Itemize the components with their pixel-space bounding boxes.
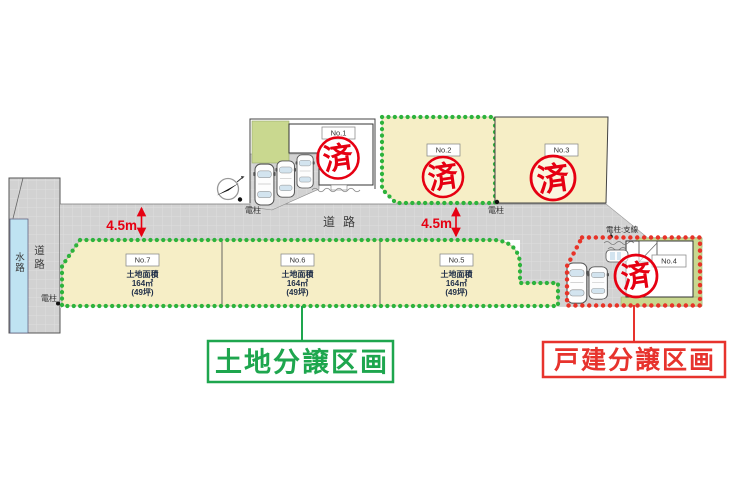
lot-no7-id: No.7 xyxy=(135,256,151,265)
lot-no2-id: No.2 xyxy=(436,146,452,155)
lot-no4: No.4 済 xyxy=(564,233,703,308)
svg-text:済: 済 xyxy=(535,159,573,199)
car-icon xyxy=(295,154,316,189)
lot-no6-tsubo: (49坪) xyxy=(286,287,309,297)
legend-house-box xyxy=(541,340,727,379)
road-surface xyxy=(60,204,648,308)
pole-wire-label: 電柱:支線 xyxy=(606,224,639,234)
red-dotted-boundary xyxy=(564,235,703,308)
svg-text:済: 済 xyxy=(619,258,654,295)
pole-label-center: 電柱 xyxy=(245,205,261,215)
legend-land-label: 土地分譲区画 xyxy=(215,347,389,378)
lot-no7-area-label: 土地面積 xyxy=(127,269,160,279)
green-dotted-boundary xyxy=(59,237,561,309)
dimension-left: 4.5m xyxy=(106,206,147,238)
legend-land-box xyxy=(206,339,395,384)
sold-stamp-no1: 済 xyxy=(316,136,360,180)
lot-no5: No.5 土地面積 164㎡ (49坪) xyxy=(439,253,474,297)
lot-no3: No.3 済 xyxy=(494,116,609,204)
lot-no3-id: No.3 xyxy=(554,146,570,155)
lot-no7-area: 164㎡ xyxy=(132,278,153,288)
land-subdivision-lots: No.7 土地面積 164㎡ (49坪) No.6 土地面積 164㎡ (49坪… xyxy=(59,237,561,309)
lot-no5-tsubo: (49坪) xyxy=(445,287,468,297)
car-icon xyxy=(274,160,297,198)
green-dotted-boundary xyxy=(379,114,498,206)
pole-label-right: 電柱 xyxy=(488,205,504,215)
lot-no7: No.7 土地面積 164㎡ (49坪) xyxy=(125,253,160,297)
road-label: 道路 xyxy=(323,214,363,229)
svg-text:済: 済 xyxy=(426,159,461,196)
lot-no5-area-label: 土地面積 xyxy=(441,269,474,279)
lot-no6-area-label: 土地面積 xyxy=(282,269,315,279)
dimension-right: 4.5m xyxy=(421,206,461,238)
pole-dot-left xyxy=(56,301,60,306)
pole-annotations: 電柱 電柱 電柱:支線 xyxy=(237,197,639,234)
car-icon xyxy=(586,266,610,300)
car-icon xyxy=(564,262,590,304)
sold-stamp-no2: 済 xyxy=(421,155,465,199)
road-left: 水路 道路 電柱 xyxy=(8,177,61,334)
road-main: 道路 xyxy=(60,203,649,308)
lot-no6-id: No.6 xyxy=(290,256,306,265)
pole-label-left: 電柱 xyxy=(41,293,57,303)
lot-no1-garden xyxy=(251,120,290,164)
north-arrow-icon xyxy=(216,176,245,201)
lot-no4-id: No.4 xyxy=(661,257,677,266)
ground-hatch xyxy=(311,187,361,193)
road-width-right: 4.5m xyxy=(421,216,452,231)
waterway xyxy=(9,218,29,334)
sold-stamp-no3: 済 xyxy=(529,154,577,202)
lot-no5-area: 164㎡ xyxy=(446,278,467,288)
legend-house-label: 戸建分譲区画 xyxy=(554,346,716,375)
pole-dot-right xyxy=(494,199,500,205)
lot-no1: No.1 済 xyxy=(249,118,376,211)
lot-no1-id: No.1 xyxy=(331,129,347,138)
lot-no7-tsubo: (49坪) xyxy=(131,287,154,297)
lot-no1-outline xyxy=(249,118,376,203)
lot-no6-area: 164㎡ xyxy=(287,278,308,288)
legend-land: 土地分譲区画 xyxy=(206,306,395,384)
sold-stamp-no4: 済 xyxy=(613,253,659,299)
svg-text:済: 済 xyxy=(321,140,356,177)
lot-no4-yard xyxy=(620,296,703,307)
waterway-label: 水路 xyxy=(13,251,25,273)
left-road-label: 道路 xyxy=(33,244,45,272)
lot-no2: No.2 済 xyxy=(379,114,498,206)
road-width-left: 4.5m xyxy=(106,218,137,233)
lot-no6: No.6 土地面積 164㎡ (49坪) xyxy=(280,253,315,297)
ground-hatch xyxy=(603,241,635,245)
pole-dot-center xyxy=(237,197,243,202)
car-icon xyxy=(252,163,277,206)
legend-house: 戸建分譲区画 xyxy=(541,305,727,379)
lot-no5-id: No.5 xyxy=(449,256,465,265)
